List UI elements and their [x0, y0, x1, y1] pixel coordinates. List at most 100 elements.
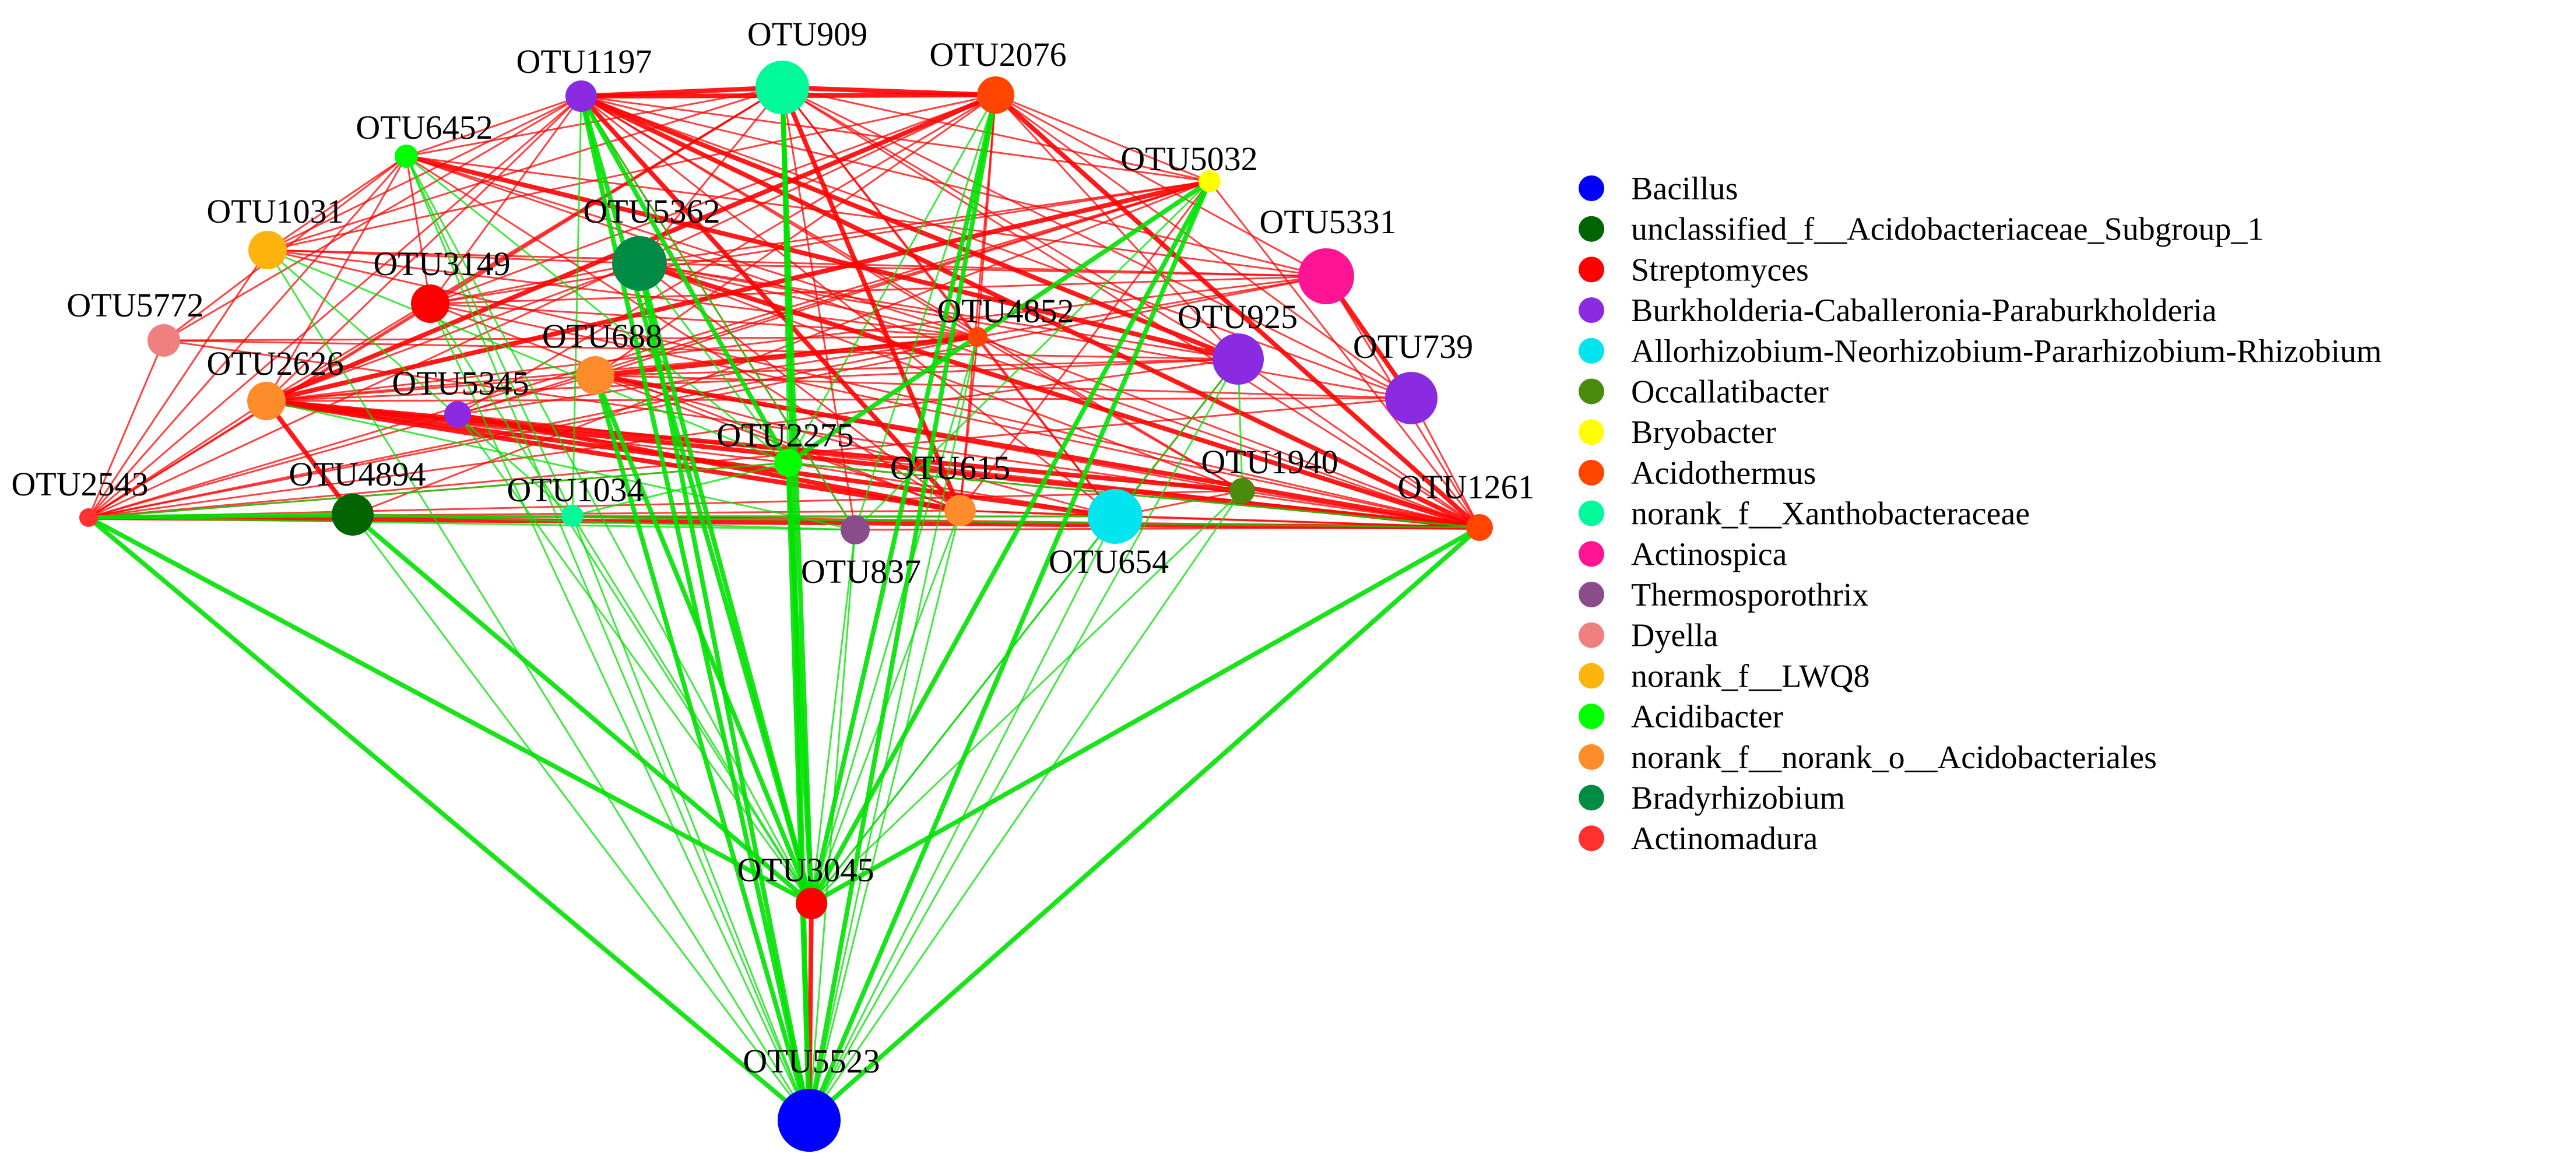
positive-edge-otu6452-otu3149 — [405, 156, 431, 304]
negative-edge-otu3045-otu4894 — [351, 512, 813, 906]
node-label-otu5772: OTU5772 — [66, 286, 203, 324]
negative-edge-otu5032-otu2275 — [786, 179, 1211, 465]
node-otu3045[interactable] — [796, 888, 827, 919]
node-label-otu909: OTU909 — [747, 15, 867, 53]
node-otu1031[interactable] — [248, 231, 287, 269]
negative-edge-otu5523-otu1261 — [807, 526, 1481, 1122]
node-otu1940[interactable] — [1229, 478, 1255, 504]
negative-edge-otu1034-otu2275 — [572, 462, 789, 517]
negative-edge-otu1197-otu2275 — [579, 95, 790, 464]
node-layer — [79, 61, 1493, 1152]
legend-label: Acidibacter — [1631, 699, 1784, 735]
negative-edge-otu2543-otu2275 — [88, 462, 789, 519]
node-label-otu2626: OTU2626 — [206, 344, 343, 382]
node-label-otu5523: OTU5523 — [743, 1042, 880, 1080]
node-label-otu4852: OTU4852 — [937, 292, 1074, 330]
negative-edge-otu3045-otu909 — [780, 87, 814, 904]
node-otu1034[interactable] — [561, 505, 584, 527]
positive-edge-otu1031-otu4852 — [267, 249, 978, 338]
positive-edge-otu2076-otu2543 — [88, 94, 996, 519]
node-otu5772[interactable] — [147, 324, 180, 357]
positive-edge-otu2076-otu688 — [595, 94, 996, 377]
node-otu688[interactable] — [576, 356, 614, 395]
node-otu5331[interactable] — [1298, 248, 1354, 304]
negative-edge-otu1031-otu2275 — [267, 249, 789, 464]
negative-edge-otu3045-otu1940 — [810, 490, 1243, 905]
node-otu5032[interactable] — [1199, 170, 1221, 192]
node-otu2275[interactable] — [774, 449, 802, 477]
positive-edge-otu5345-otu615 — [457, 412, 961, 513]
node-otu5362[interactable] — [612, 236, 667, 291]
positive-edge-otu4852-otu654 — [976, 336, 1116, 517]
node-otu909[interactable] — [755, 61, 809, 114]
positive-edge-otu2076-otu1261 — [994, 93, 1481, 529]
legend-label: unclassified_f__Acidobacteriaceae_Subgro… — [1631, 212, 2264, 248]
node-otu615[interactable] — [944, 495, 976, 526]
node-label-otu2076: OTU2076 — [929, 36, 1066, 73]
node-otu2626[interactable] — [247, 382, 286, 420]
node-label-otu6452: OTU6452 — [356, 108, 493, 146]
legend-swatch — [1579, 459, 1604, 486]
node-otu837[interactable] — [841, 515, 870, 544]
negative-edge-otu3045-otu5345 — [456, 414, 813, 904]
negative-edge-otu4894-otu837 — [352, 514, 856, 531]
positive-edge-otu5032-otu3149 — [430, 180, 1210, 305]
negative-edge-otu5523-otu837 — [808, 529, 856, 1121]
node-otu5345[interactable] — [444, 401, 471, 428]
node-label-otu5032: OTU5032 — [1120, 140, 1257, 178]
positive-edge-otu5345-otu1261 — [457, 413, 1480, 529]
node-label-otu1034: OTU1034 — [507, 471, 644, 509]
positive-edge-otu909-otu1261 — [782, 86, 1480, 529]
positive-edge-otu5032-otu615 — [959, 181, 1211, 511]
negative-edge-otu5032-otu837 — [854, 180, 1211, 531]
node-otu3149[interactable] — [411, 284, 449, 323]
node-otu6452[interactable] — [395, 145, 418, 168]
negative-edge-otu3045-otu1261 — [810, 525, 1481, 906]
positive-edge-otu1940-otu1261 — [1242, 490, 1480, 529]
node-otu4894[interactable] — [332, 494, 374, 536]
negative-edge-otu3045-otu2076 — [809, 94, 998, 904]
node-otu739[interactable] — [1385, 372, 1438, 424]
positive-edge-otu4852-otu615 — [959, 336, 979, 511]
negative-edge-otu1031-otu1034 — [267, 249, 573, 517]
legend-swatch — [1579, 337, 1604, 364]
node-otu1261[interactable] — [1466, 514, 1493, 541]
node-label-otu2275: OTU2275 — [716, 416, 853, 454]
legend-label: Streptomyces — [1631, 252, 1809, 288]
positive-edge-otu925-otu2543 — [88, 358, 1239, 519]
legend-swatch — [1579, 419, 1604, 445]
legend-swatch — [1579, 175, 1604, 201]
node-label-otu5362: OTU5362 — [583, 192, 720, 230]
negative-edge-otu3045-otu5362 — [637, 262, 814, 905]
node-otu2543[interactable] — [79, 508, 98, 527]
node-otu925[interactable] — [1213, 333, 1264, 385]
node-label-otu1261: OTU1261 — [1397, 468, 1534, 506]
positive-edge-otu3149-otu4852 — [430, 303, 978, 338]
node-otu4852[interactable] — [968, 327, 987, 347]
positive-edge-otu5362-otu1261 — [638, 261, 1481, 530]
positive-edge-otu654-otu1261 — [1115, 515, 1480, 529]
node-otu654[interactable] — [1088, 489, 1143, 544]
node-otu5523[interactable] — [778, 1089, 841, 1152]
positive-edge-otu2626-otu739 — [266, 397, 1412, 402]
legend-label: norank_f__Xanthobacteraceae — [1631, 496, 2030, 532]
negative-edge-otu1261-otu4894 — [352, 514, 1480, 529]
negative-edge-otu2543-otu837 — [88, 516, 856, 531]
negative-edge-otu2076-otu2275 — [787, 94, 997, 463]
positive-edge-otu5362-otu1940 — [639, 262, 1243, 492]
negative-edge-otu1197-otu1034 — [571, 96, 582, 516]
negative-edge-otu6452-otu1034 — [405, 156, 574, 516]
node-otu1197[interactable] — [565, 80, 597, 112]
negative-edge-otu909-otu2275 — [781, 87, 789, 463]
legend-label: Actinomadura — [1631, 821, 1818, 857]
edge-layer — [87, 85, 1481, 1123]
positive-edge-otu2076-otu3149 — [430, 94, 996, 305]
positive-edge-otu6452-otu925 — [406, 154, 1239, 361]
positive-edge-otu1197-otu2626 — [265, 95, 582, 402]
positive-edge-otu1031-otu2543 — [87, 249, 269, 518]
positive-edge-otu2626-otu5331 — [266, 275, 1327, 402]
node-otu2076[interactable] — [977, 76, 1014, 114]
negative-edge-otu1197-otu837 — [580, 96, 856, 530]
legend-label: norank_f__LWQ8 — [1631, 658, 1870, 694]
positive-edge-otu6452-otu1031 — [267, 155, 407, 251]
